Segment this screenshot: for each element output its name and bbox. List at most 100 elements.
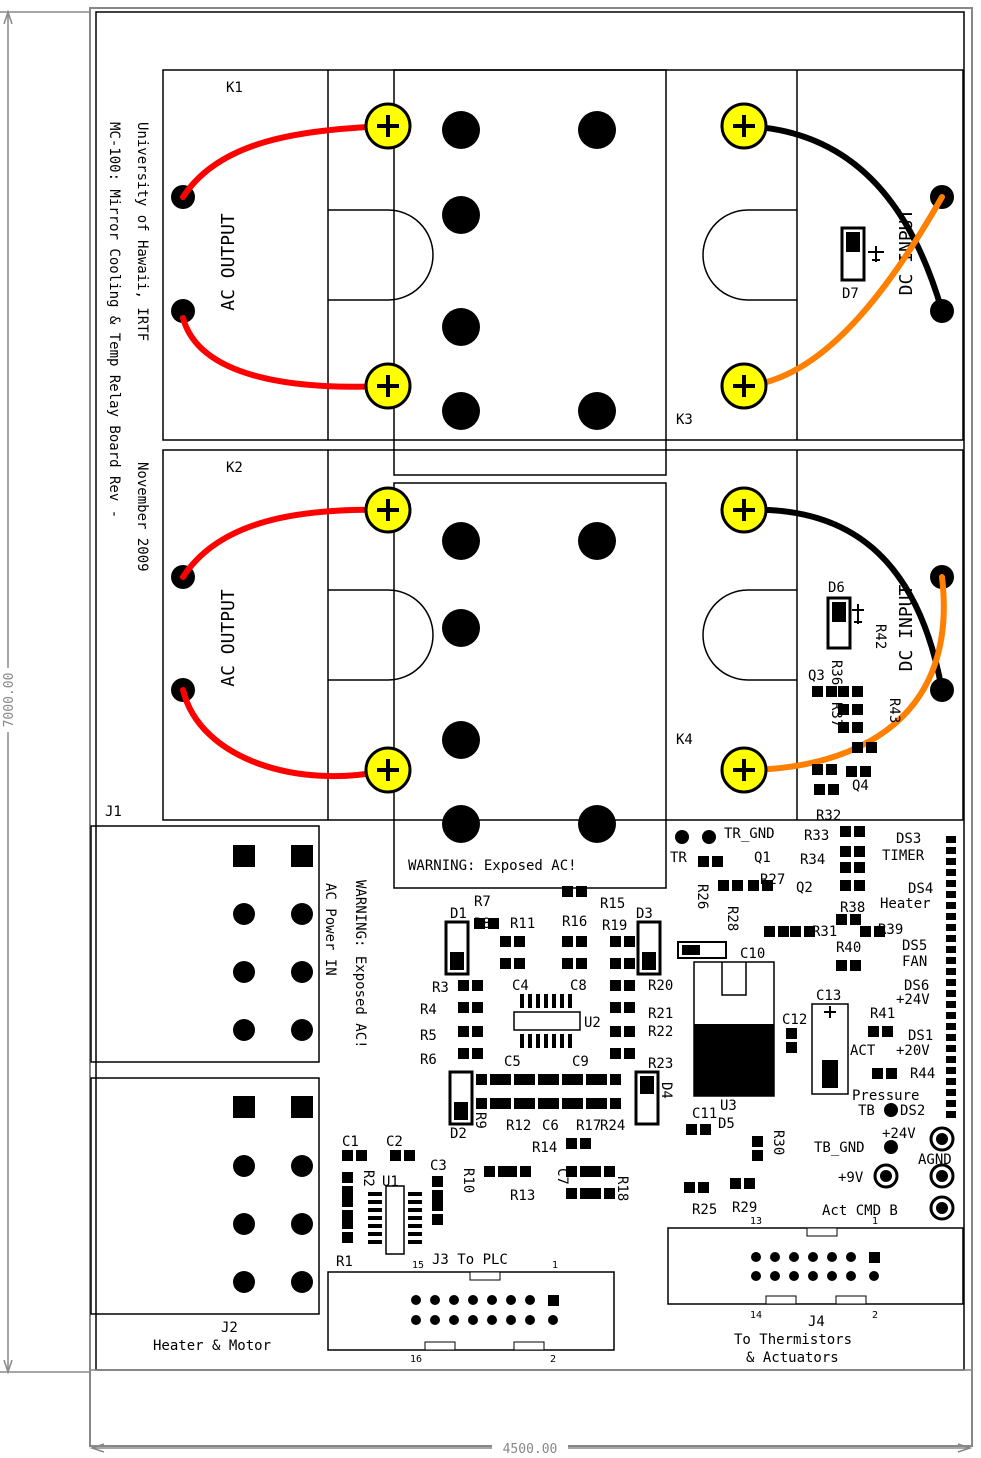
label-ds5: DS5 (902, 938, 927, 954)
test-post-rings (873, 1126, 955, 1221)
refdes-r30: R30 (770, 1130, 786, 1155)
connector-j4-label: J4 (808, 1314, 825, 1330)
connector-j4-pin14: 14 (750, 1310, 762, 1321)
label-ds2: DS2 (900, 1103, 925, 1119)
refdes-r2: R2 (360, 1170, 376, 1187)
connector-j4-body (667, 1227, 964, 1305)
diode-d1 (444, 920, 470, 976)
refdes-r19: R19 (602, 918, 627, 934)
refdes-r22: R22 (648, 1024, 673, 1040)
led-pad (946, 924, 956, 931)
led-pad (946, 1067, 956, 1074)
led-strip (946, 836, 956, 1118)
led-pad (946, 891, 956, 898)
diode-d7 (840, 226, 884, 282)
smd-pad-pair (872, 1068, 897, 1079)
connector-j3-pin16: 16 (410, 1354, 422, 1365)
refdes-c6: C6 (542, 1118, 559, 1134)
refdes-c4: C4 (512, 978, 529, 994)
refdes-r10: R10 (460, 1168, 476, 1193)
connector-j1-body (90, 825, 320, 1063)
refdes-d7: D7 (842, 286, 859, 302)
smd-pad-pair (596, 1098, 621, 1109)
smd-pad-pair (500, 1098, 525, 1109)
refdes-r14: R14 (532, 1140, 557, 1156)
refdes-r31: R31 (812, 924, 837, 940)
label-20v: +20V (896, 1043, 930, 1059)
connector-warning: WARNING: Exposed AC! (352, 880, 368, 1049)
connector-j2-pins (233, 1096, 313, 1293)
screw-terminals (364, 102, 768, 794)
refdes-r38: R38 (840, 900, 865, 916)
connector-j1-pins (233, 845, 313, 1041)
smd-pad-pair (342, 1218, 353, 1243)
smd-pad-pair (548, 1098, 573, 1109)
refdes-r42: R42 (872, 624, 888, 649)
led-pad (946, 913, 956, 920)
refdes-c2: C2 (386, 1134, 403, 1150)
smd-pad-pair (500, 1074, 525, 1085)
connector-j3-pins (411, 1295, 559, 1325)
smd-pad-pair (838, 686, 863, 697)
refdes-r18: R18 (614, 1176, 630, 1201)
smd-pad-pair (590, 1188, 615, 1199)
led-pad (946, 869, 956, 876)
wire-dc-pos-k4 (741, 574, 947, 773)
refdes-r17: R17 (576, 1118, 601, 1134)
refdes-d6: D6 (828, 580, 845, 596)
label-fan: FAN (902, 954, 927, 970)
smd-pad-pair (596, 1074, 621, 1085)
smd-pad-pair (500, 958, 525, 969)
smd-pad-pair (524, 1098, 549, 1109)
refdes-c3: C3 (430, 1158, 447, 1174)
refdes-r5: R5 (420, 1028, 437, 1044)
wire-dc-pos-k3 (741, 194, 945, 389)
refdes-r37: R37 (828, 702, 844, 727)
relay-warning: WARNING: Exposed AC! (408, 858, 577, 874)
refdes-c5: C5 (504, 1054, 521, 1070)
smd-pad-pair (860, 926, 885, 937)
smd-pad-pair (764, 926, 789, 937)
smd-pad-pair (840, 862, 865, 873)
refdes-r21: R21 (648, 1006, 673, 1022)
test-points (675, 830, 898, 1154)
connector-j2-label: J2 (221, 1320, 238, 1336)
refdes-r4: R4 (420, 1002, 437, 1018)
smd-pad-pair (610, 958, 635, 969)
refdes-c1: C1 (342, 1134, 359, 1150)
smd-pad-pair (752, 1136, 763, 1161)
smd-pads (342, 686, 897, 1243)
refdes-r32: R32 (816, 808, 841, 824)
refdes-r34: R34 (800, 852, 825, 868)
smd-pad-pair (836, 960, 861, 971)
refdes-r11: R11 (510, 916, 535, 932)
refdes-d1: D1 (450, 906, 467, 922)
connector-j4-pin2: 2 (872, 1310, 878, 1321)
smd-pad-pair (838, 704, 863, 715)
refdes-q1: Q1 (754, 850, 771, 866)
refdes-r36: R36 (828, 660, 844, 685)
wire-ac-k2-top (180, 506, 391, 580)
refdes-r16: R16 (562, 914, 587, 930)
refdes-q2: Q2 (796, 880, 813, 896)
refdes-d2: D2 (450, 1126, 467, 1142)
wire-dc-neg-k4 (741, 506, 945, 693)
relay-pin-holes (171, 111, 954, 843)
diode-d2 (448, 1070, 474, 1126)
label-pressure: Pressure (852, 1088, 919, 1104)
smd-pad-pair (484, 1166, 509, 1177)
smd-pad-pair (458, 1048, 483, 1059)
smd-pad-pair (590, 1166, 615, 1177)
refdes-r9: R9 (472, 1112, 488, 1129)
ac-output-label-k1: AC OUTPUT (218, 213, 239, 311)
led-pad (946, 1023, 956, 1030)
smd-pad-pair (718, 880, 743, 891)
label-24v: +24V (896, 992, 930, 1008)
refdes-d3: D3 (636, 906, 653, 922)
connector-j3-label: J3 To PLC (432, 1252, 508, 1268)
led-pad (946, 1089, 956, 1096)
relay-k4-label: K4 (676, 732, 693, 748)
smd-pad-pair (474, 918, 499, 929)
smd-pad-pair (846, 766, 871, 777)
led-pad (946, 935, 956, 942)
